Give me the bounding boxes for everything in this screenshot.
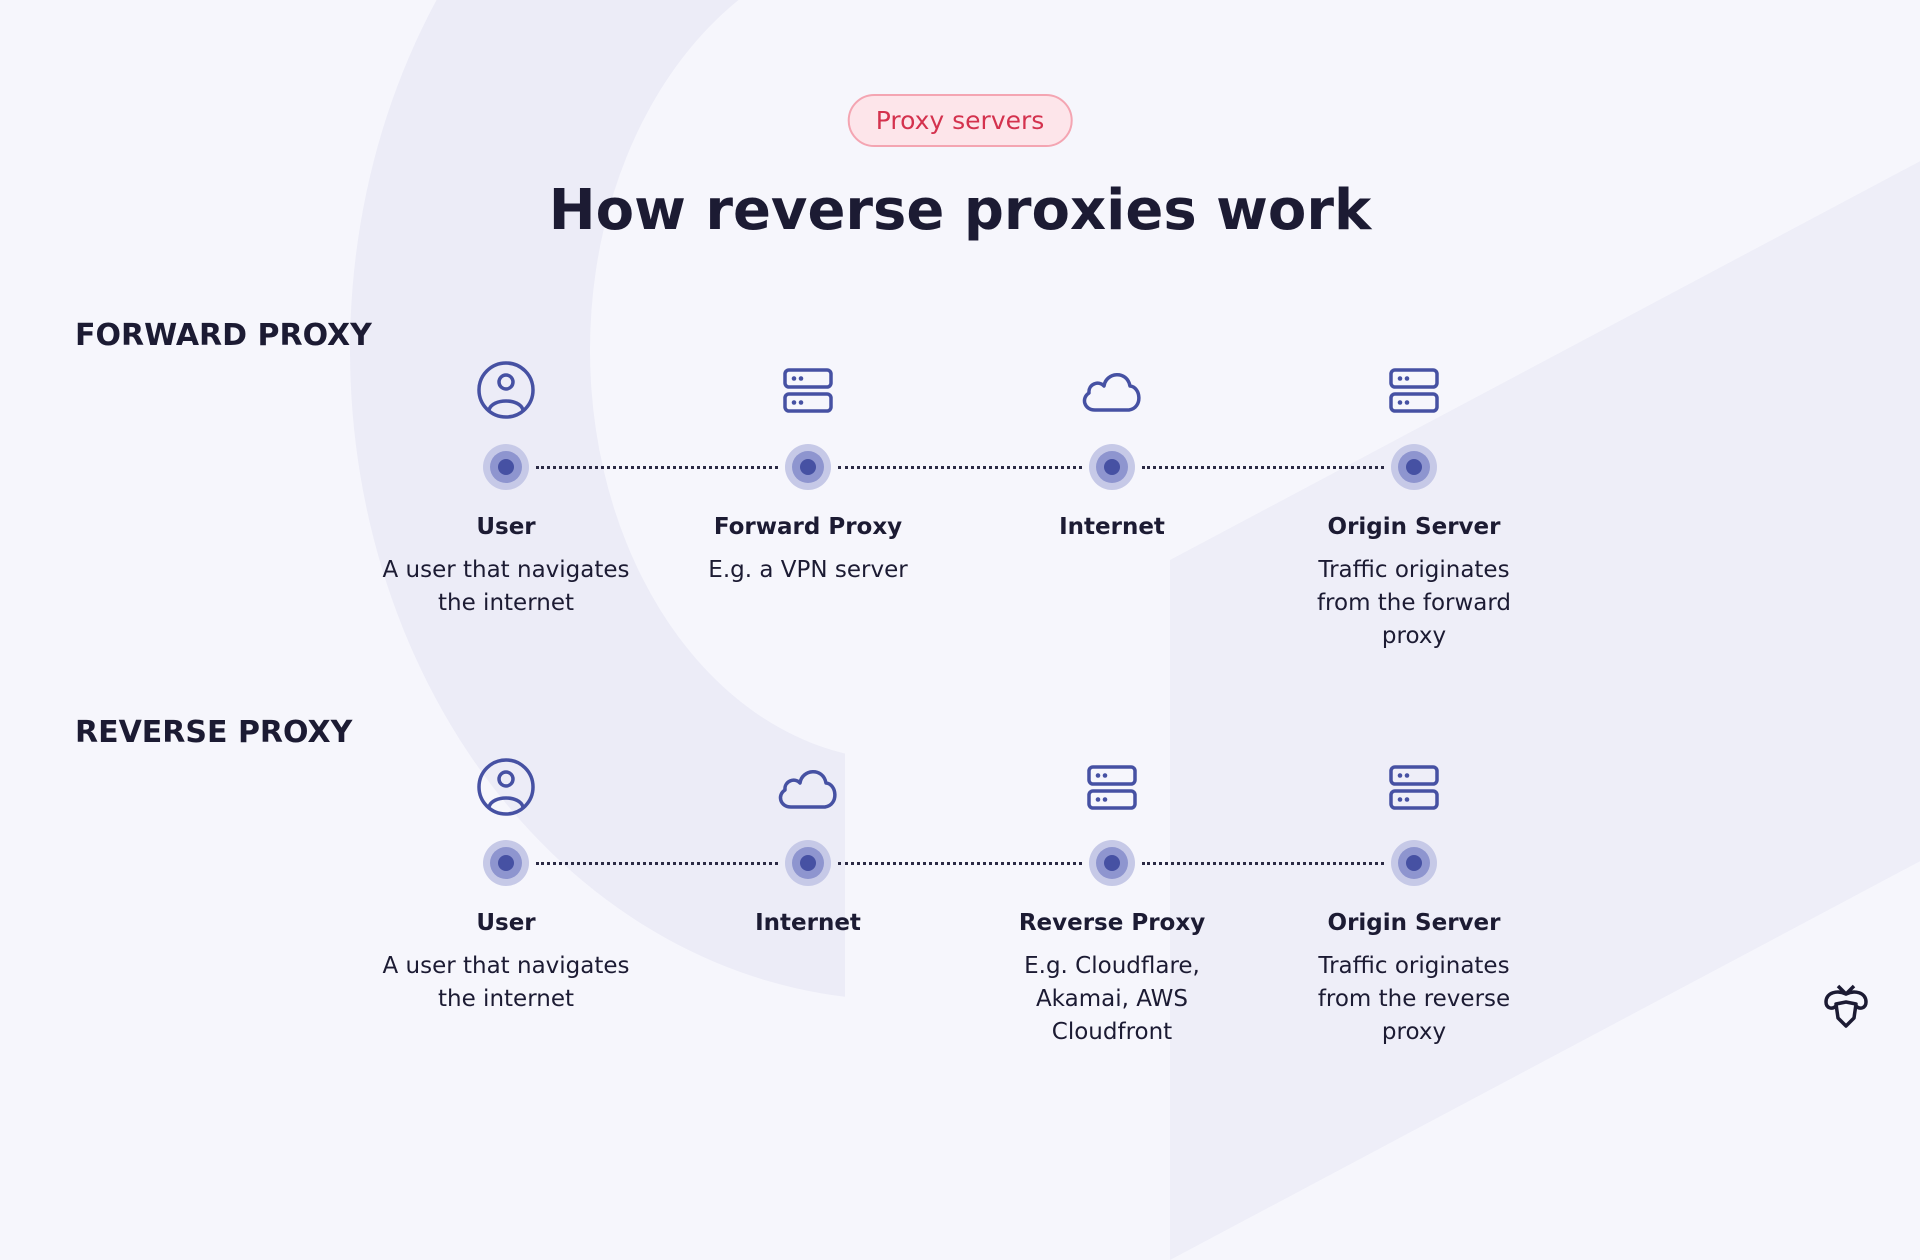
user-icon (476, 360, 536, 420)
node-marker (483, 840, 529, 886)
node-label: Origin Server (1327, 514, 1501, 540)
cloud-icon (773, 757, 843, 817)
brand-logo-icon (1824, 984, 1868, 1028)
node-user: User A user that navigates the internet (356, 514, 656, 620)
dotted-connector (536, 466, 778, 469)
node-description: E.g. a VPN server (708, 557, 908, 583)
reverse-proxy-heading: REVERSE PROXY (75, 715, 353, 750)
node-label: Internet (1059, 514, 1165, 540)
node-description: Traffic originates (1318, 953, 1510, 979)
server-icon (778, 360, 838, 420)
dotted-connector (838, 466, 1082, 469)
node-description: from the reverse (1317, 986, 1511, 1012)
node-description: the internet (438, 986, 574, 1012)
node-label: Reverse Proxy (1018, 910, 1206, 936)
node-label: Origin Server (1327, 910, 1501, 936)
node-description: the internet (438, 590, 574, 616)
node-description: Traffic originates (1318, 557, 1510, 583)
node-marker (785, 444, 831, 490)
dotted-connector (1142, 466, 1384, 469)
node-internet: Internet (658, 910, 958, 950)
node-marker (1391, 444, 1437, 490)
node-marker (483, 444, 529, 490)
node-description: proxy (1381, 623, 1447, 649)
node-user: User A user that navigates the internet (356, 910, 656, 1016)
dotted-connector (1142, 862, 1384, 865)
dotted-connector (838, 862, 1082, 865)
node-marker (1391, 840, 1437, 886)
node-marker (1089, 840, 1135, 886)
node-description: E.g. Cloudflare, (1024, 953, 1200, 979)
node-label: User (476, 514, 536, 540)
page-title: How reverse proxies work (548, 178, 1372, 243)
node-description: from the forward (1316, 590, 1512, 616)
node-internet: Internet (962, 514, 1262, 554)
node-description: Akamai, AWS (1035, 986, 1189, 1012)
dotted-connector (536, 862, 778, 865)
user-icon (476, 757, 536, 817)
forward-proxy-heading: FORWARD PROXY (75, 318, 372, 353)
node-label: User (476, 910, 536, 936)
node-description: A user that navigates (382, 953, 630, 979)
node-marker (785, 840, 831, 886)
node-description: Cloudfront (1051, 1019, 1173, 1045)
category-badge: Proxy servers (847, 94, 1073, 147)
node-description: A user that navigates (382, 557, 630, 583)
node-marker (1089, 444, 1135, 490)
node-label: Internet (755, 910, 861, 936)
node-description: proxy (1381, 1019, 1447, 1045)
server-icon (1384, 757, 1444, 817)
node-label: Forward Proxy (713, 514, 903, 540)
server-icon (1082, 757, 1142, 817)
server-icon (1384, 360, 1444, 420)
cloud-icon (1077, 360, 1147, 420)
